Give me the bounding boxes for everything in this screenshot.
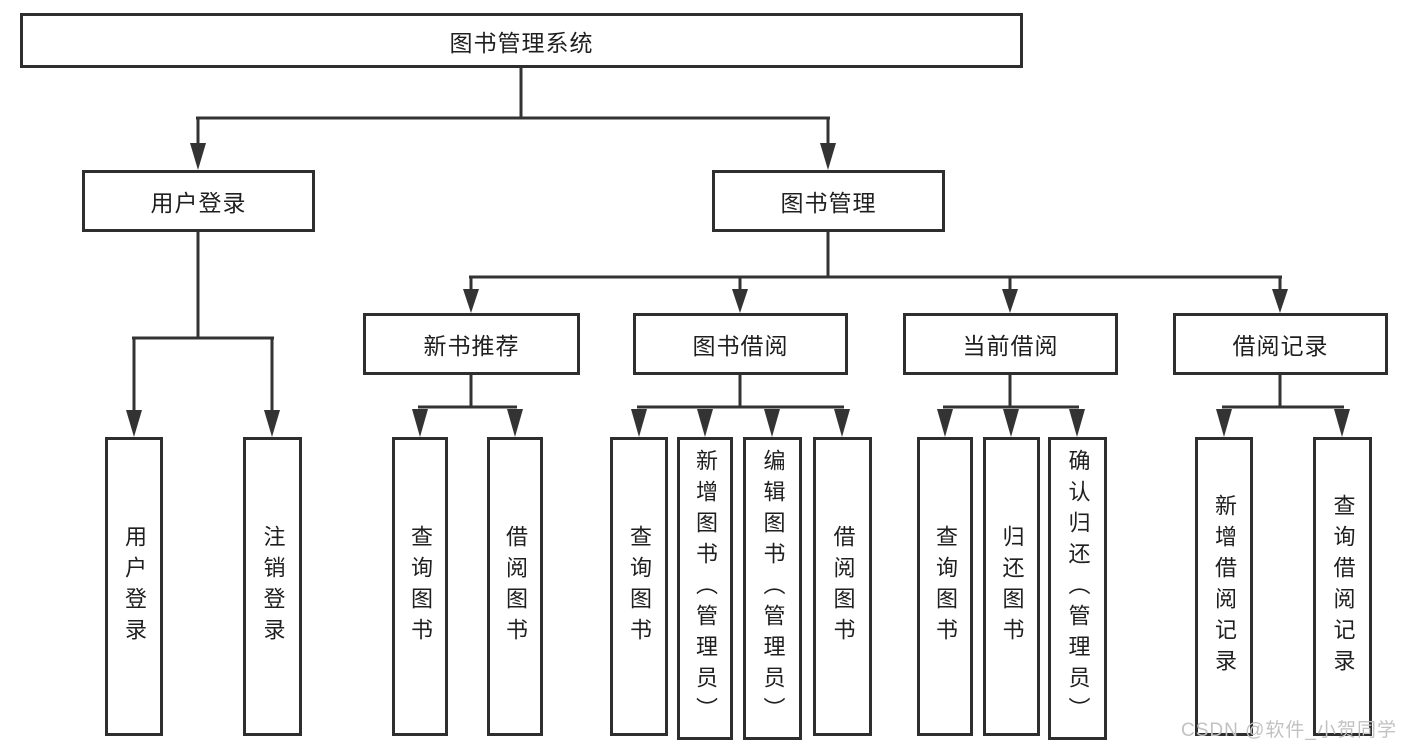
leaf-current-query-books: 查询图书 bbox=[917, 437, 973, 736]
leaf-recommend-borrow-books: 借阅图书 bbox=[487, 437, 543, 736]
leaf-records-query-record: 查询借阅记录 bbox=[1313, 437, 1372, 736]
leaf-recommend-query-books-label: 查询图书 bbox=[408, 524, 433, 649]
leaf-borrow-edit-books-admin-label: 编辑图书（管理员） bbox=[760, 449, 786, 728]
csdn-watermark: CSDN @软件_小贺同学 bbox=[1181, 720, 1397, 741]
leaf-user-login: 用户登录 bbox=[105, 437, 163, 736]
leaf-borrow-query-books: 查询图书 bbox=[610, 437, 668, 736]
leaf-current-return-books: 归还图书 bbox=[983, 437, 1040, 736]
node-new-book-recommend: 新书推荐 bbox=[363, 313, 580, 375]
leaf-current-confirm-return-admin: 确认归还（管理员） bbox=[1048, 437, 1107, 740]
leaf-records-add-record-label: 新增借阅记录 bbox=[1212, 493, 1237, 680]
leaf-borrow-borrow-books-label: 借阅图书 bbox=[830, 524, 856, 649]
node-user-login-label: 用户登录 bbox=[150, 190, 247, 216]
leaf-logout: 注销登录 bbox=[243, 437, 302, 736]
node-root-label: 图书管理系统 bbox=[449, 29, 594, 56]
leaf-borrow-query-books-label: 查询图书 bbox=[627, 524, 652, 649]
leaf-current-return-books-label: 归还图书 bbox=[999, 524, 1025, 649]
node-book-management: 图书管理 bbox=[712, 170, 945, 232]
node-root: 图书管理系统 bbox=[20, 13, 1023, 68]
node-book-borrowing-label: 图书借阅 bbox=[692, 333, 789, 359]
node-book-borrowing: 图书借阅 bbox=[633, 313, 848, 375]
node-borrowing-records-label: 借阅记录 bbox=[1232, 333, 1329, 359]
node-user-login: 用户登录 bbox=[82, 170, 315, 232]
leaf-user-login-label: 用户登录 bbox=[122, 524, 147, 649]
leaf-borrow-add-books-admin: 新增图书（管理员） bbox=[677, 437, 733, 740]
leaf-records-query-record-label: 查询借阅记录 bbox=[1330, 493, 1356, 680]
node-current-borrowing-label: 当前借阅 bbox=[962, 333, 1059, 359]
leaf-borrow-edit-books-admin: 编辑图书（管理员） bbox=[743, 437, 802, 740]
node-borrowing-records: 借阅记录 bbox=[1173, 313, 1388, 375]
leaf-recommend-borrow-books-label: 借阅图书 bbox=[503, 524, 528, 649]
leaf-borrow-add-books-admin-label: 新增图书（管理员） bbox=[693, 449, 718, 728]
leaf-recommend-query-books: 查询图书 bbox=[392, 437, 448, 736]
leaf-logout-label: 注销登录 bbox=[260, 524, 286, 649]
node-book-management-label: 图书管理 bbox=[780, 190, 877, 216]
leaf-borrow-borrow-books: 借阅图书 bbox=[813, 437, 872, 736]
node-new-book-recommend-label: 新书推荐 bbox=[423, 333, 520, 359]
node-current-borrowing: 当前借阅 bbox=[903, 313, 1118, 375]
leaf-current-query-books-label: 查询图书 bbox=[933, 524, 958, 649]
leaf-records-add-record: 新增借阅记录 bbox=[1195, 437, 1253, 736]
leaf-current-confirm-return-admin-label: 确认归还（管理员） bbox=[1065, 449, 1091, 728]
